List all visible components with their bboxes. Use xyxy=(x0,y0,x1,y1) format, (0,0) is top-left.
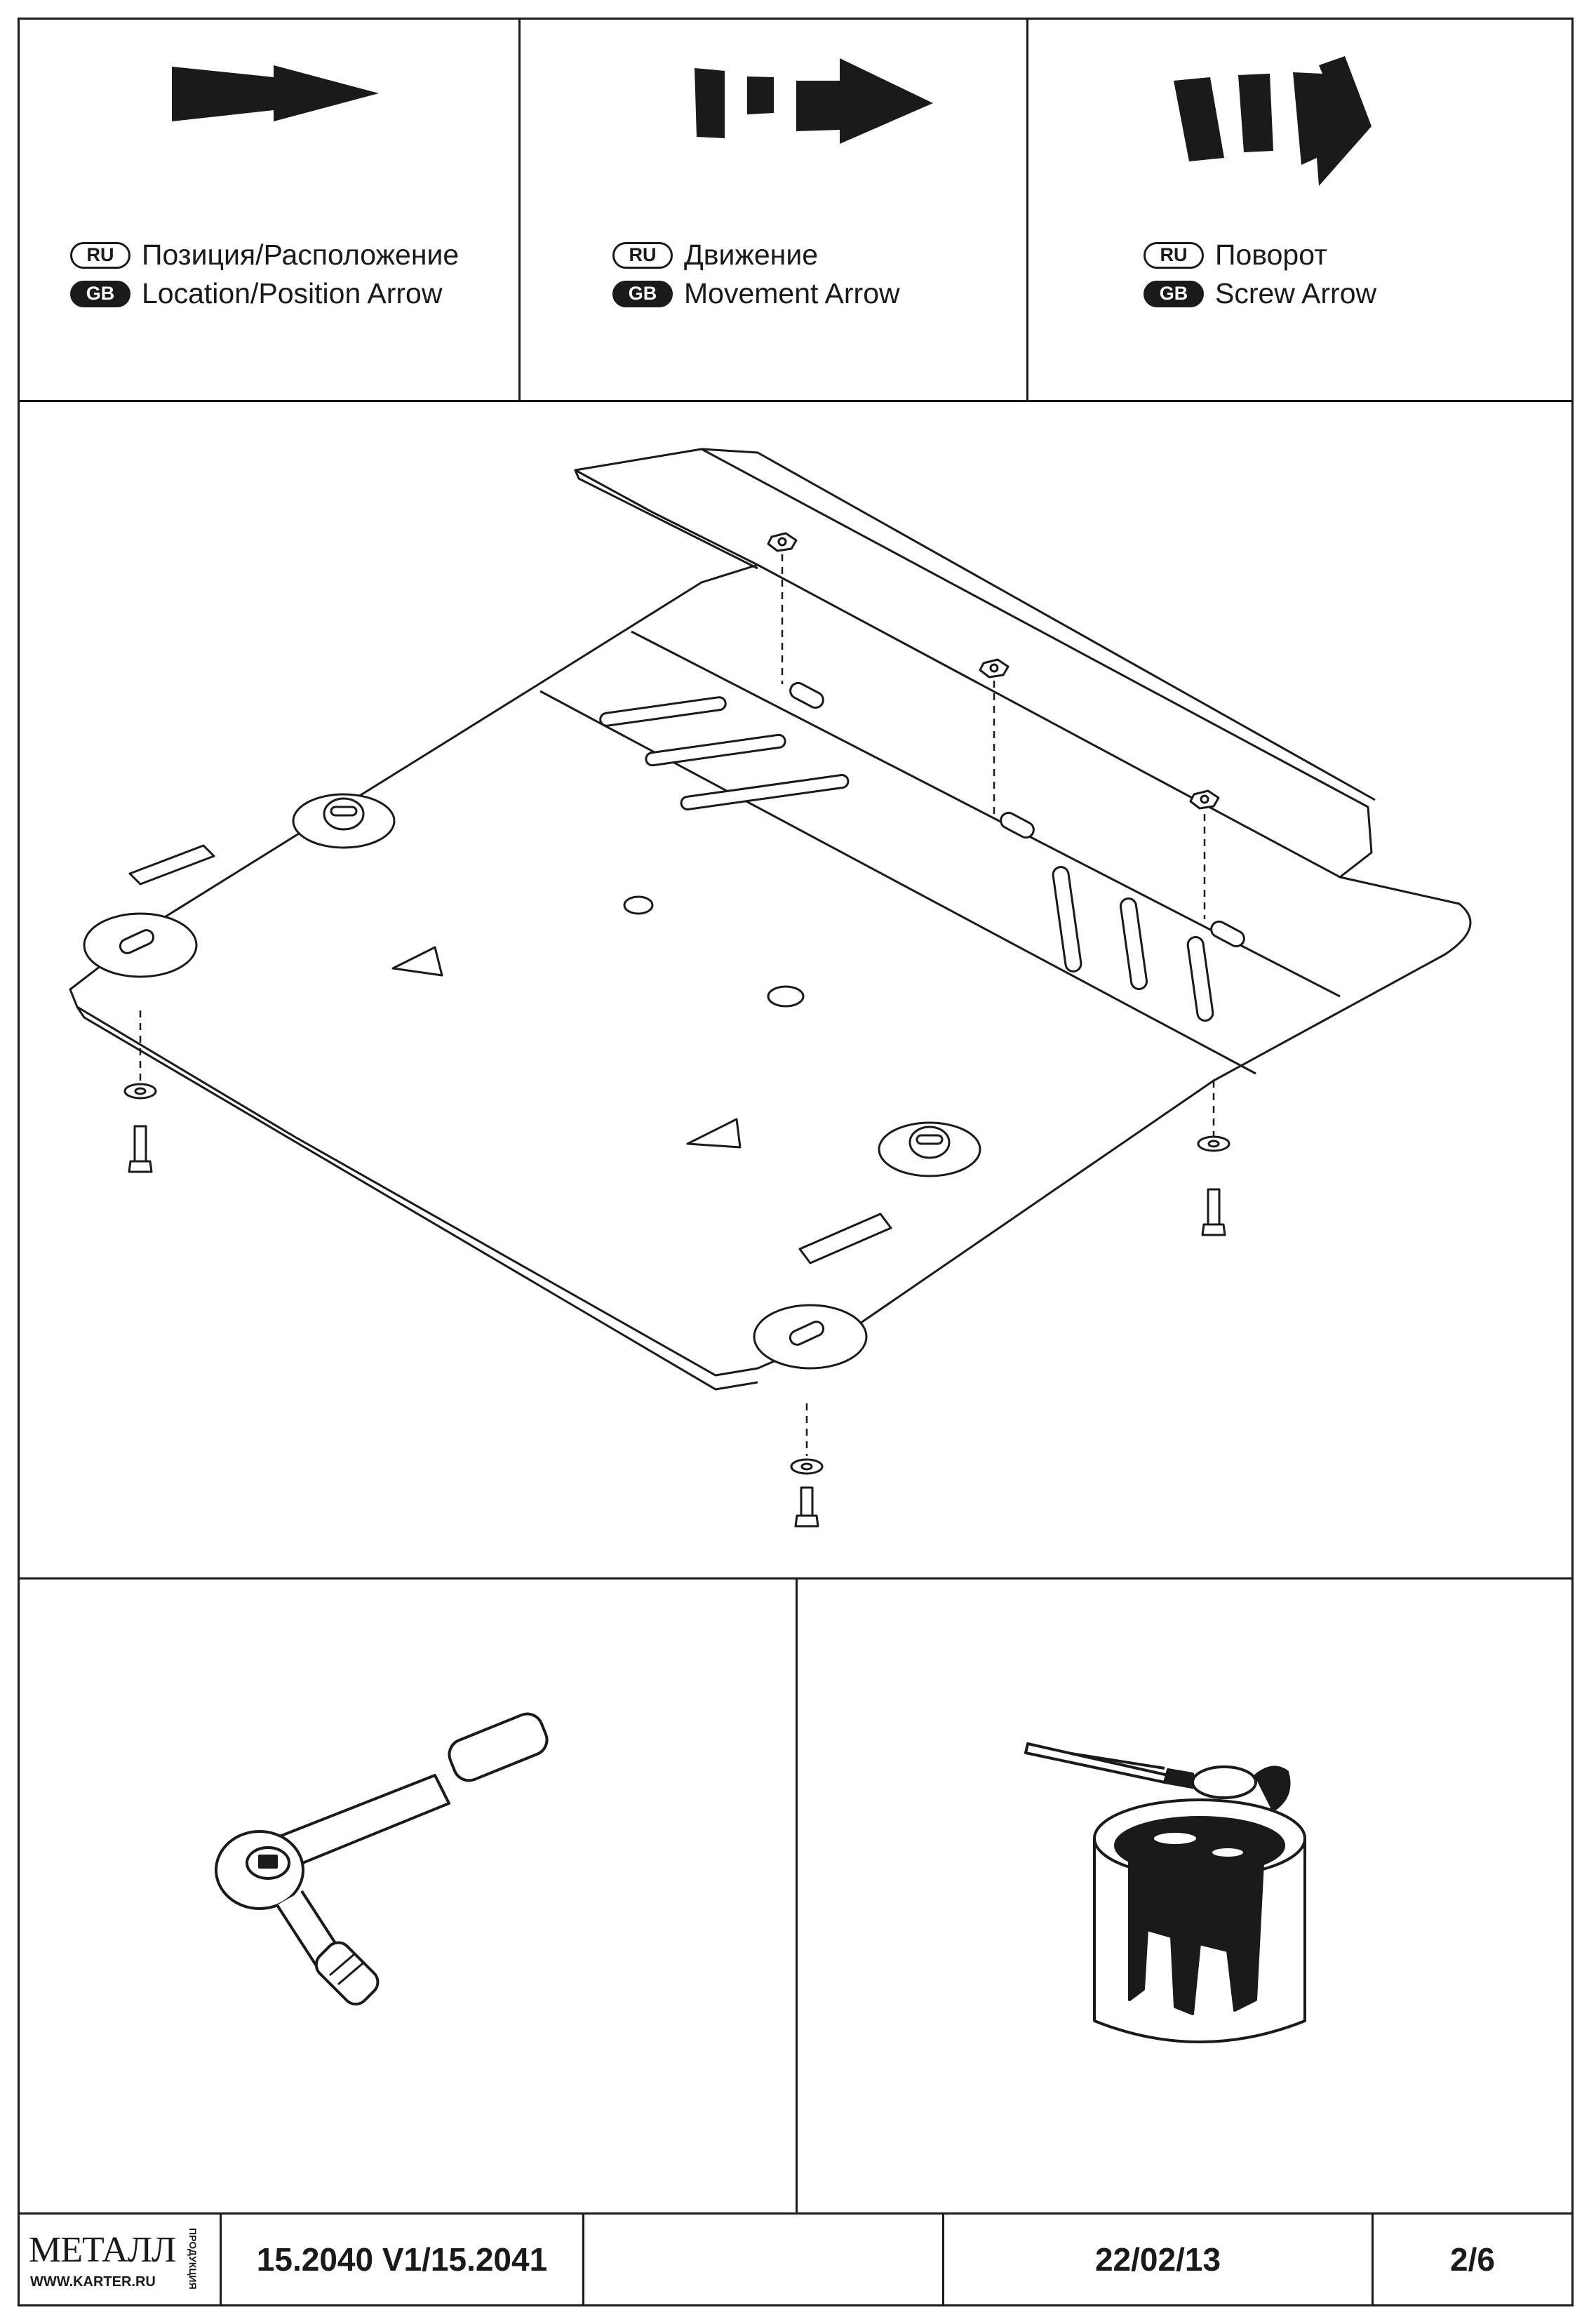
logo-url: WWW.KARTER.RU xyxy=(30,2274,156,2290)
legend-screw: RU Поворот GB Screw Arrow xyxy=(1144,236,1376,313)
skid-plate-assembly-drawing xyxy=(69,448,1472,1528)
legend-divider-2 xyxy=(1026,18,1028,402)
title-divider-1 xyxy=(220,2212,222,2306)
logo-side-text: ПРОДУКЦИЯ xyxy=(187,2228,199,2290)
title-block-top xyxy=(18,2212,1574,2215)
blank-cell xyxy=(584,2215,942,2304)
ru-badge: RU xyxy=(1144,241,1204,269)
title-divider-2 xyxy=(582,2212,584,2306)
screw-arrow-icon xyxy=(1174,56,1372,186)
legend-ru-label: Движение xyxy=(684,239,819,271)
tools-divider xyxy=(796,1577,798,2215)
logo-text: МЕТАЛЛ xyxy=(29,2230,176,2270)
gb-badge: GB xyxy=(70,280,130,307)
date: 22/02/13 xyxy=(1094,2241,1221,2278)
legend-ru-label: Позиция/Расположение xyxy=(142,239,460,271)
ru-badge: RU xyxy=(612,241,673,269)
ru-badge: RU xyxy=(70,241,130,269)
page-number: 2/6 xyxy=(1450,2241,1495,2278)
title-divider-3 xyxy=(942,2212,944,2306)
legend-gb-label: Movement Arrow xyxy=(684,277,900,309)
company-logo: МЕТАЛЛ ПРОДУКЦИЯ WWW.KARTER.RU xyxy=(25,2221,214,2295)
paint-can-brush-icon xyxy=(1024,1742,1306,2043)
legend-gb-label: Location/Position Arrow xyxy=(142,277,443,309)
gb-badge: GB xyxy=(1144,280,1204,307)
ratchet-wrench-icon xyxy=(215,1712,549,2006)
legend-divider-1 xyxy=(518,18,521,402)
legend-gb-label: Screw Arrow xyxy=(1215,277,1377,309)
flange-nut xyxy=(979,658,1010,679)
part-number: 15.2040 V1/15.2041 xyxy=(256,2241,548,2278)
title-divider-4 xyxy=(1372,2212,1374,2306)
legend-bottom-divider xyxy=(18,400,1574,402)
instruction-sheet xyxy=(18,18,1574,2306)
legend-ru-label: Поворот xyxy=(1215,239,1327,271)
flange-nut xyxy=(1189,789,1220,810)
gb-badge: GB xyxy=(612,280,673,307)
legend-movement: RU Движение GB Movement Arrow xyxy=(612,236,900,313)
flange-nut xyxy=(767,532,798,552)
movement-arrow-icon xyxy=(695,58,933,144)
legend-location: RU Позиция/Расположение GB Location/Positi… xyxy=(70,236,459,313)
location-arrow-icon xyxy=(172,65,379,121)
